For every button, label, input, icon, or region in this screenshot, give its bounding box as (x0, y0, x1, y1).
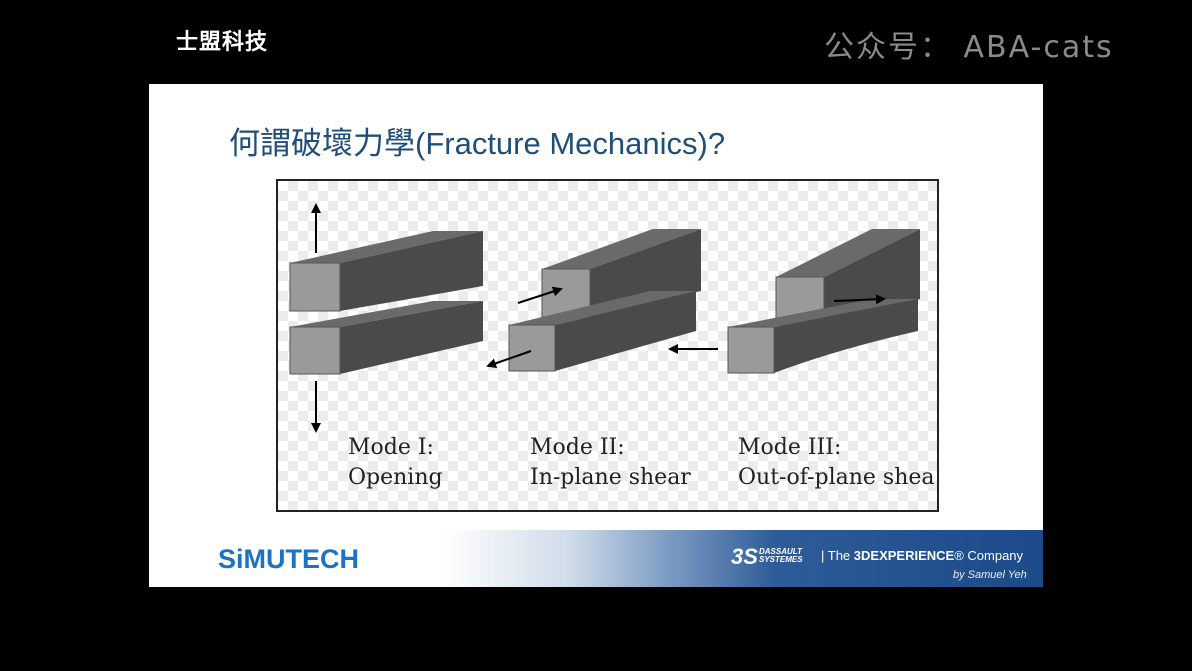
fracture-modes-figure: Mode I: Opening Mode II: In-plane shear … (276, 179, 939, 512)
author-byline: by Samuel Yeh (953, 569, 1027, 581)
simutech-logo: SiMUTECH (218, 544, 359, 574)
dassault-name: DASSAULT SYSTEMES (759, 547, 803, 564)
slide-footer: SiMUTECH 3S DASSAULT SYSTEMES | The 3DEX… (149, 530, 1043, 587)
fracture-modes-illustration (289, 203, 920, 433)
mode-3-label: Mode III: Out-of-plane shea (738, 435, 935, 490)
mode-2-label: Mode II: In-plane shear (530, 435, 691, 490)
mode-3-specimen (727, 229, 920, 374)
mode-2-specimen (486, 229, 718, 372)
mode-1-label: Mode I: Opening (348, 435, 443, 490)
dassault-logo-icon: 3S (731, 544, 758, 569)
presentation-slide: 何謂破壞力學(Fracture Mechanics)? (149, 84, 1043, 587)
watermark-account: 公众号： ABA-cats (824, 30, 1114, 65)
dassault-tagline: | The 3DEXPERIENCE® Company (821, 548, 1024, 563)
slide-title: 何謂破壞力學(Fracture Mechanics)? (229, 126, 726, 161)
watermark-company: 士盟科技 (176, 30, 269, 55)
mode-1-specimen (289, 203, 483, 433)
